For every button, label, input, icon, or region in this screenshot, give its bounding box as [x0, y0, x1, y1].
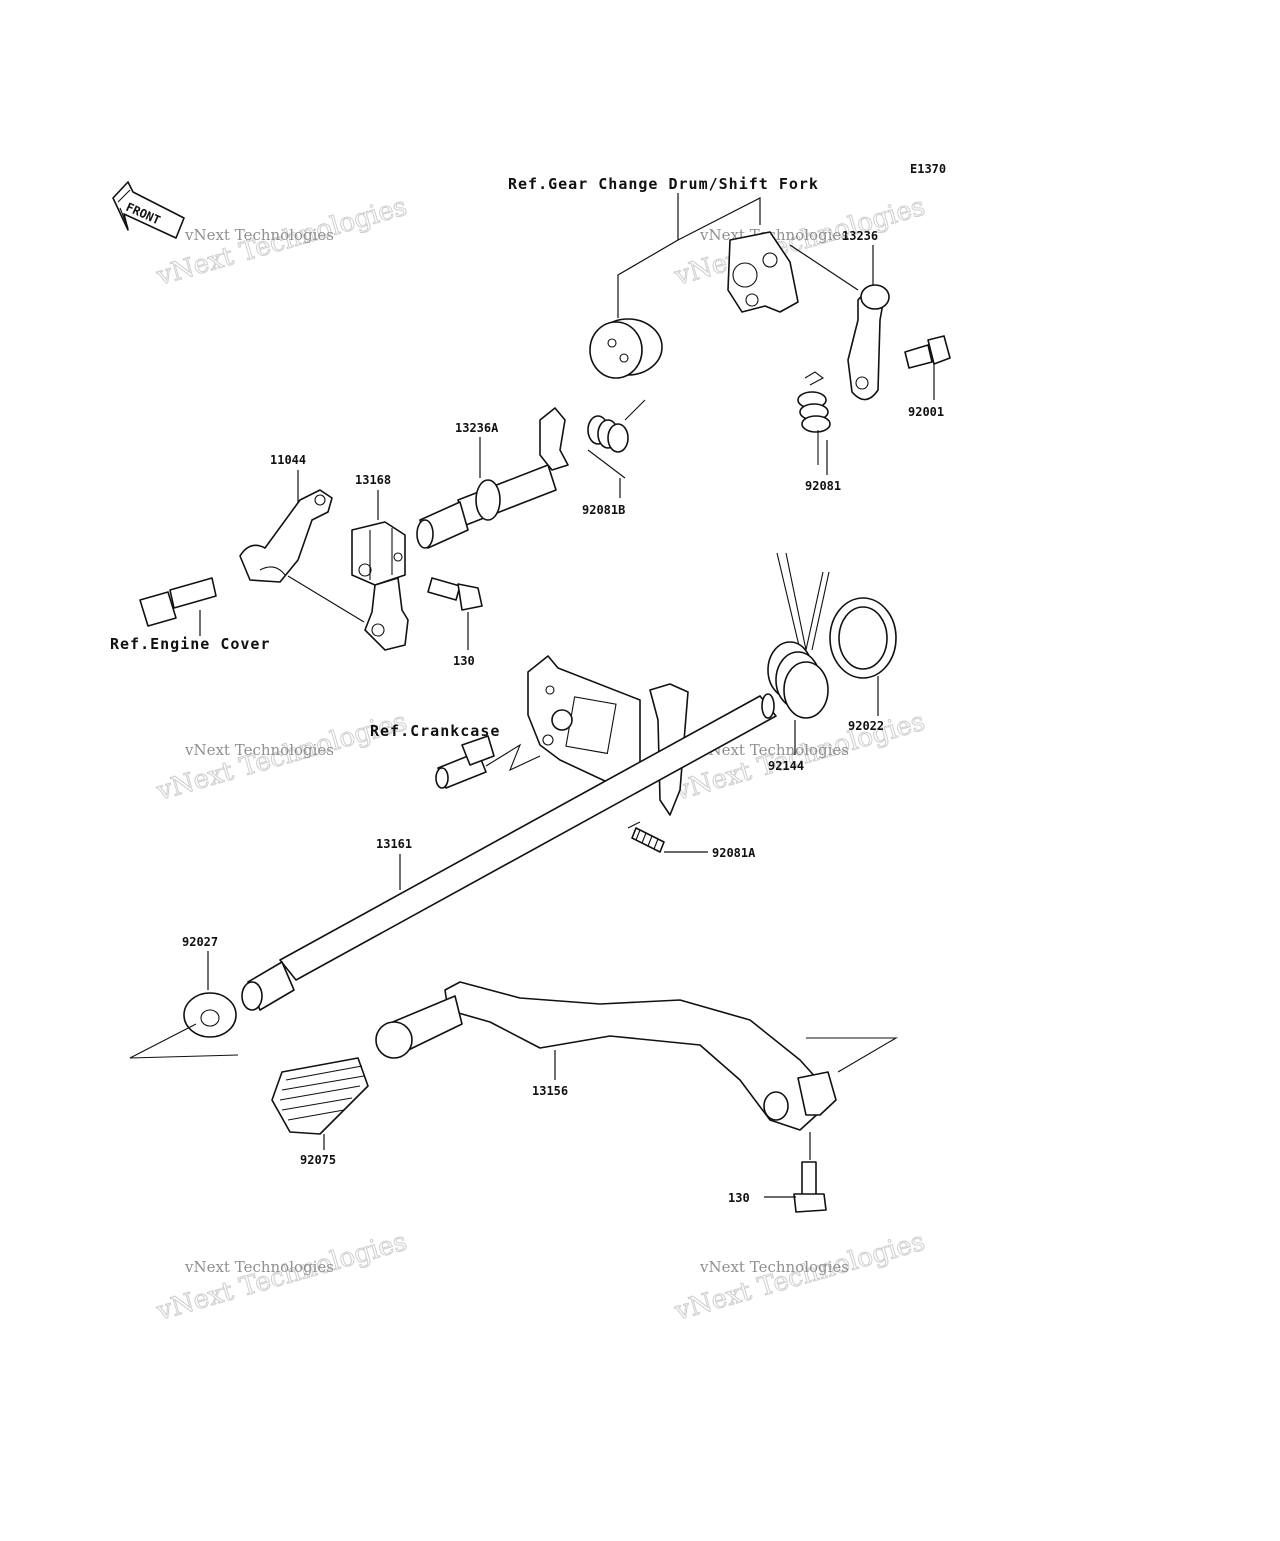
front-arrow-icon: FRONT: [112, 181, 185, 239]
part-13236a-shaft: [416, 407, 569, 549]
watermark-mid-right: vNext Technologies vNext Technologies: [670, 706, 929, 807]
watermark-bottom-left: vNext Technologies vNext Technologies: [152, 1226, 411, 1327]
crankcase-dowel-icon: [435, 735, 541, 789]
part-92022-label: 92022: [848, 719, 884, 733]
part-11044-plate: [239, 489, 333, 583]
svg-text:vNext Technologies: vNext Technologies: [699, 1258, 849, 1276]
watermark-top-right: vNext Technologies vNext Technologies: [670, 191, 929, 292]
part-13161-shaft: [241, 693, 777, 1011]
svg-text:vNext Technologies: vNext Technologies: [671, 1227, 929, 1327]
part-92081a-label: 92081A: [712, 846, 756, 860]
drum-end-cam: [589, 318, 663, 379]
engine-cover-bolt-icon: [139, 577, 217, 627]
part-92075-label: 92075: [300, 1153, 336, 1167]
part-92081-label: 92081: [805, 479, 841, 493]
part-130-bolt-top-icon: [427, 577, 483, 611]
part-13236-lever: [847, 284, 890, 401]
part-13236a-label: 13236A: [455, 421, 499, 435]
part-11044-label: 11044: [270, 453, 306, 467]
part-92075-rubber-icon: [271, 1057, 369, 1135]
part-130-bolt-bottom-icon: [793, 1161, 827, 1213]
part-92081a-spring-icon: [627, 821, 708, 853]
part-130-label-top: 130: [453, 654, 475, 668]
ref-gear-change-drum-bracket: [617, 193, 761, 318]
part-92081-spring-icon: [797, 371, 831, 465]
watermark-bottom-right: vNext Technologies vNext Technologies: [670, 1226, 929, 1327]
shift-drum-cam-icon: [727, 231, 799, 313]
part-92027-washer-icon: [183, 992, 237, 1038]
ref-gear-change-drum: Ref.Gear Change Drum/Shift Fork: [508, 175, 819, 193]
part-13236-label: 13236: [842, 229, 878, 243]
part-92144-spring-icon: [767, 552, 830, 719]
part-13161-label: 13161: [376, 837, 412, 851]
part-13156-label: 13156: [532, 1084, 568, 1098]
part-92081b-spring-icon: [587, 399, 646, 479]
part-92081b-label: 92081B: [582, 503, 625, 517]
part-92001-bolt-icon: [904, 335, 951, 369]
svg-text:vNext Technologies: vNext Technologies: [184, 741, 334, 759]
svg-text:vNext Technologies: vNext Technologies: [153, 1227, 411, 1327]
svg-text:vNext Technologies: vNext Technologies: [184, 226, 334, 244]
part-92022-washer-icon: [829, 597, 897, 679]
ref-engine-cover: Ref.Engine Cover: [110, 635, 271, 653]
part-130-label-bottom: 130: [728, 1191, 750, 1205]
diagram-code: E1370: [910, 162, 946, 176]
part-13168-arm: [351, 521, 409, 651]
part-92144-label: 92144: [768, 759, 804, 773]
watermark-top-left: vNext Technologies vNext Technologies: [152, 191, 411, 292]
part-92027-label: 92027: [182, 935, 218, 949]
svg-text:vNext Technologies: vNext Technologies: [184, 1258, 334, 1276]
part-13156-pedal: [375, 981, 837, 1131]
svg-text:vNext Technologies: vNext Technologies: [699, 741, 849, 759]
ref-crankcase: Ref.Crankcase: [370, 722, 500, 740]
part-13168-label: 13168: [355, 473, 391, 487]
part-92001-label: 92001: [908, 405, 944, 419]
